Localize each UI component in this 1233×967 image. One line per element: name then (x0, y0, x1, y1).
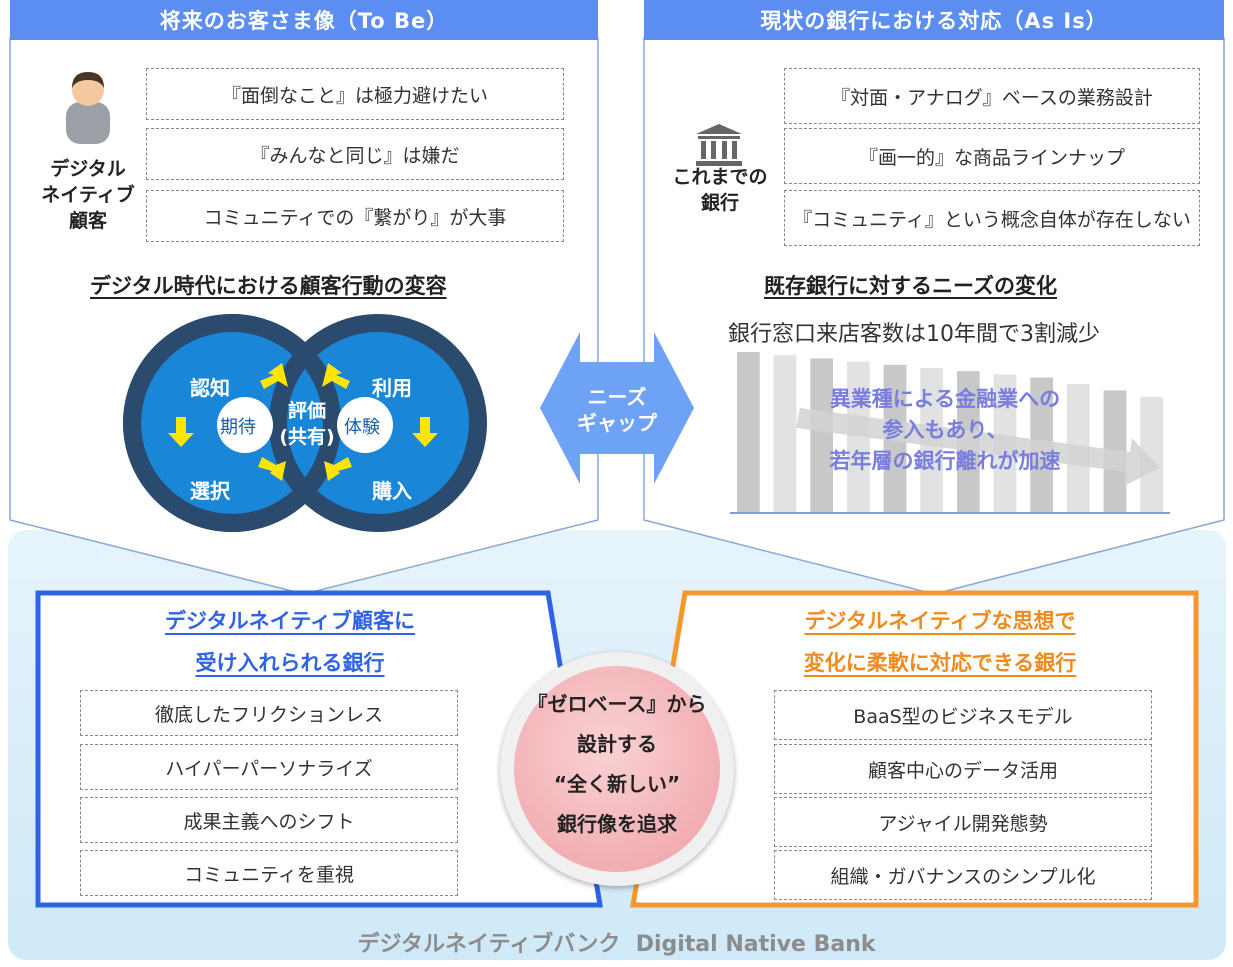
chart-annotation-line2: 参入もあり、 (882, 418, 1008, 442)
left-item-3: コミュニティでの『繋がり』が大事 (146, 190, 564, 242)
customer-cycle-diagram (123, 314, 487, 532)
cycle-evaluation-line1: 評価 (287, 400, 326, 422)
right-panel-header: 現状の銀行における対応（As Is） (644, 0, 1224, 40)
bottom-left-item-4: コミュニティを重視 (80, 850, 458, 896)
chart-bar (1140, 396, 1164, 512)
left-panel-header: 将来のお客さま像（To Be） (10, 0, 598, 40)
bottom-right-item-4: 組織・ガバナンスのシンプル化 (774, 850, 1152, 900)
bank-label-line1: これまでの (672, 166, 768, 188)
bottom-left-item-3: 成果主義へのシフト (80, 797, 458, 843)
chart-annotation-line3: 若年層の銀行離れが加速 (829, 449, 1061, 473)
bottom-right-title: デジタルネイティブな思想で 変化に柔軟に対応できる銀行 (770, 600, 1110, 684)
bottom-left-title: デジタルネイティブ顧客に 受け入れられる銀行 (120, 600, 460, 684)
zero-base-circle-inner (514, 666, 720, 872)
bottom-left-title-line2: 受け入れられる銀行 (195, 651, 385, 675)
right-section-title: 既存銀行に対するニーズの変化 (764, 274, 1057, 298)
chart-bar (810, 358, 834, 512)
footer-title: デジタルネイティブバンク Digital Native Bank (357, 932, 876, 957)
persona-label-line3: 顧客 (68, 210, 107, 232)
cycle-evaluation: 評価 (共有) (272, 398, 342, 450)
bottom-right-title-line2: 変化に柔軟に対応できる銀行 (803, 651, 1077, 675)
stage-awareness: 認知 (190, 376, 230, 400)
bottom-right-item-1: BaaS型のビジネスモデル (774, 690, 1152, 740)
bottom-left-item-2: ハイパーパーソナライズ (80, 744, 458, 790)
chart-bar (773, 355, 797, 512)
zero-base-line1: 『ゼロベース』から (527, 692, 707, 716)
chart-bar (736, 352, 760, 512)
bottom-left-title-line1: デジタルネイティブ顧客に (165, 609, 415, 633)
zero-base-line3: “全く新しい” (553, 772, 681, 796)
needs-gap-label: ニーズ ギャップ (560, 384, 674, 436)
persona-label-line2: ネイティブ (41, 184, 135, 206)
bank-label-line2: 銀行 (700, 192, 739, 214)
trend-arrow (796, 408, 1160, 486)
left-section-title: デジタル時代における顧客行動の変容 (90, 274, 447, 298)
chart-annotation: 異業種による金融業への 参入もあり、 若年層の銀行離れが加速 (790, 384, 1100, 477)
cycle-expectation: 期待 (220, 417, 256, 438)
bottom-right-title-line1: デジタルネイティブな思想で (804, 609, 1076, 633)
left-item-1: 『面倒なこと』は極力避けたい (146, 68, 564, 120)
right-item-3: 『コミュニティ』という概念自体が存在しない (784, 190, 1200, 246)
bottom-right-item-3: アジャイル開発態勢 (774, 797, 1152, 847)
needs-gap-arrow (540, 332, 694, 484)
stage-purchase: 購入 (372, 479, 412, 503)
bank-icon (696, 124, 742, 166)
chart-bar (846, 361, 870, 512)
zero-base-line2: 設計する (577, 732, 657, 756)
person-icon (66, 72, 110, 144)
cycle-evaluation-line2: (共有) (279, 426, 335, 448)
needs-gap-line1: ニーズ (587, 385, 647, 409)
chart-caption: 銀行窓口来店客数は10年間で3割減少 (728, 322, 1100, 347)
persona-label: デジタル ネイティブ 顧客 (28, 156, 148, 234)
persona-label-line1: デジタル (50, 158, 126, 180)
left-item-2: 『みんなと同じ』は嫌だ (146, 128, 564, 180)
stage-selection: 選択 (190, 479, 230, 503)
right-item-2: 『画一的』な商品ラインナップ (784, 128, 1200, 184)
zero-base-text: 『ゼロベース』から 設計する “全く新しい” 銀行像を追求 (514, 684, 720, 844)
needs-gap-line2: ギャップ (577, 411, 657, 435)
zero-base-line4: 銀行像を追求 (557, 812, 677, 836)
bottom-right-item-2: 顧客中心のデータ活用 (774, 744, 1152, 794)
bottom-left-item-1: 徹底したフリクションレス (80, 690, 458, 736)
right-item-1: 『対面・アナログ』ベースの業務設計 (784, 68, 1200, 124)
chart-annotation-line1: 異業種による金融業への (829, 387, 1061, 411)
stage-usage: 利用 (372, 376, 412, 400)
visitor-bar-chart (730, 352, 1170, 514)
cycle-experience: 体験 (344, 417, 380, 438)
bank-label: これまでの 銀行 (660, 164, 780, 216)
